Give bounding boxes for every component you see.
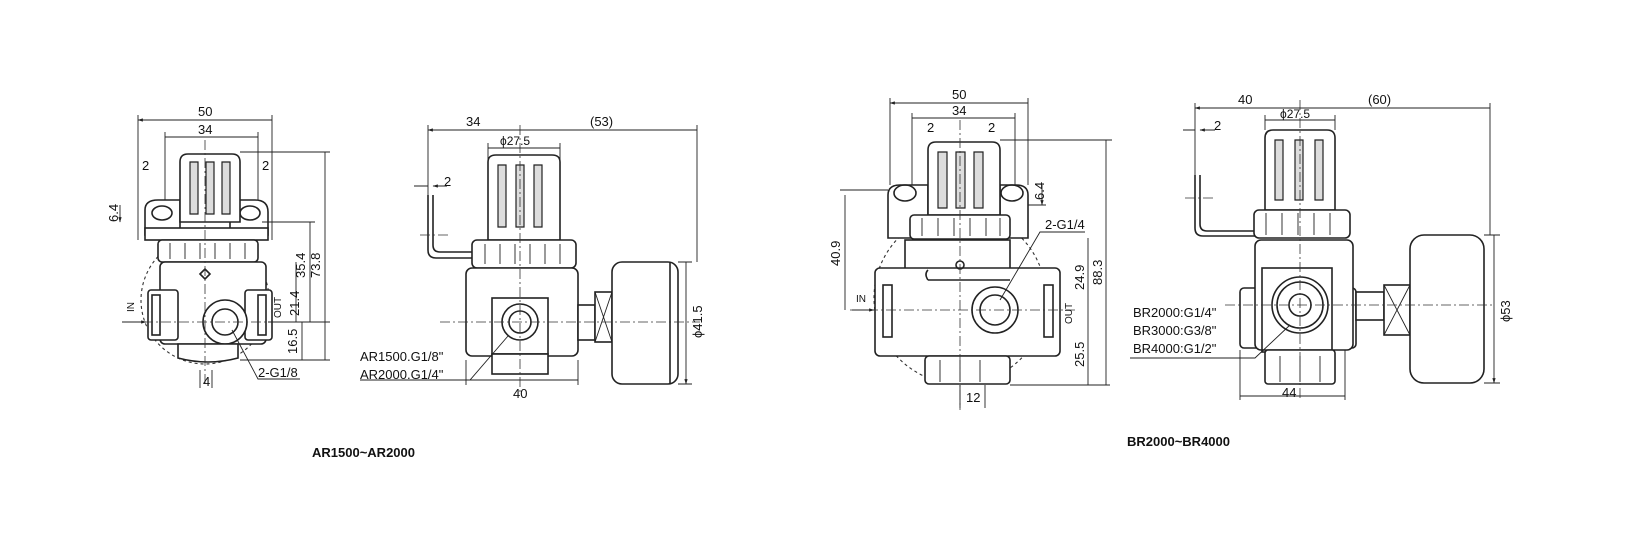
br-side-view: 40 (60) ϕ27.5 2 ϕ53 44 BR2000:G1/4" BR30… [1130,92,1513,400]
dim-height-21-4: 21.4 [287,291,302,316]
ar-front-view: 50 34 2 2 6.4 73.8 35.4 21.4 16.5 OUT IN… [106,104,330,389]
dim-height-35-4: 35.4 [293,253,308,278]
dim-height-73-8: 73.8 [308,253,323,278]
dim-width-50: 50 [952,87,966,102]
dim-width-44: 44 [1282,385,1296,400]
dim-width-40: 40 [1238,92,1252,107]
dim-height-24-9: 24.9 [1072,265,1087,290]
label-out: OUT [273,297,284,318]
dim-hole-6-4: 6.4 [1032,182,1047,200]
dim-height-16-5: 16.5 [285,329,300,354]
port-label-ar1500: AR1500.G1/8" [360,349,444,364]
dim-gap-right: 2 [262,158,269,173]
label-in: IN [856,294,866,305]
model-title-br: BR2000~BR4000 [1127,434,1230,449]
dim-gap-2: 2 [444,174,451,189]
dim-hole-6-4: 6.4 [106,204,121,222]
port-label-br2000: BR2000:G1/4" [1133,305,1217,320]
dim-knob-diameter: ϕ27.5 [500,134,530,148]
dim-width-40: 40 [513,386,527,401]
dim-gauge-diameter: ϕ41.5 [690,305,705,338]
dim-gap-left: 2 [927,120,934,135]
dim-width-34: 34 [198,122,212,137]
dim-width-4: 4 [203,374,210,389]
port-label: 2-G1/4 [1045,217,1085,232]
dim-width-12: 12 [966,390,980,405]
dim-gap-left: 2 [142,158,149,173]
model-title-ar: AR1500~AR2000 [312,445,415,460]
dim-width-34: 34 [952,103,966,118]
port-label-br4000: BR4000:G1/2" [1133,341,1217,356]
br-front-view: 50 34 2 2 6.4 40.9 2-G1/4 OUT 24.9 88.3 … [828,87,1112,410]
dim-width-50: 50 [198,104,212,119]
dim-gap-2: 2 [1214,118,1221,133]
dim-height-88-3: 88.3 [1090,260,1105,285]
label-out: OUT [1064,303,1075,324]
dim-knob-diameter: ϕ27.5 [1280,107,1310,121]
dim-width-34: 34 [466,114,480,129]
dim-height-25-5: 25.5 [1072,342,1087,367]
dim-height-40-9: 40.9 [828,241,843,266]
label-in: IN [126,302,137,312]
ar-side-view: 34 (53) ϕ27.5 2 ϕ41.5 40 AR1500.G1/8" AR… [360,114,705,401]
port-label-ar2000: AR2000.G1/4" [360,367,444,382]
dim-width-60: (60) [1368,92,1391,107]
dim-width-53: (53) [590,114,613,129]
port-label: 2-G1/8 [258,365,298,380]
port-label-br3000: BR3000:G3/8" [1133,323,1217,338]
dim-gap-right: 2 [988,120,995,135]
dim-gauge-diameter: ϕ53 [1498,300,1513,322]
